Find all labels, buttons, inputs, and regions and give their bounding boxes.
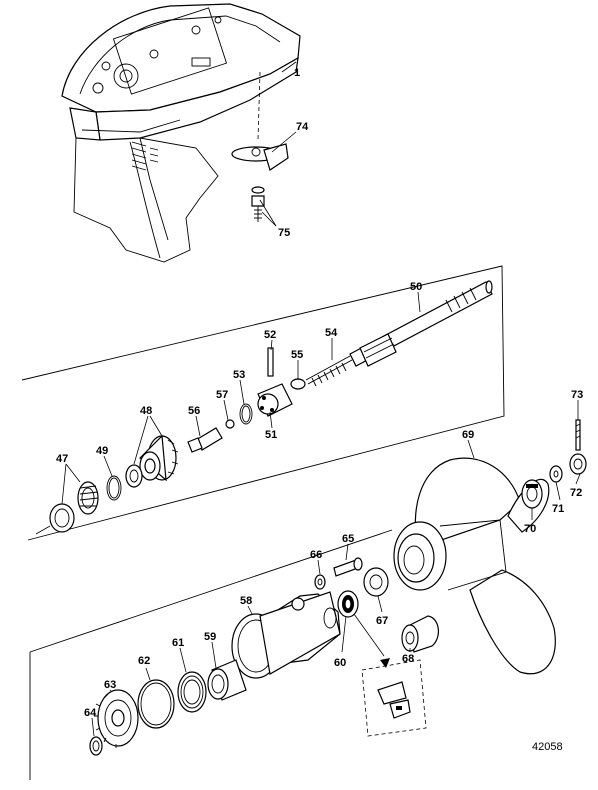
forward-gear-roller-bearing <box>125 464 143 488</box>
callout-56: 56 <box>188 405 200 417</box>
sliding-clutch <box>257 383 293 417</box>
callout-73: 73 <box>571 389 583 401</box>
detent-pin <box>290 378 306 390</box>
callout-65: 65 <box>342 533 354 545</box>
callout-70: 70 <box>524 523 536 535</box>
callout-60: 60 <box>334 657 346 669</box>
carrier-roller-bearing <box>207 659 247 701</box>
gear-housing <box>61 3 301 263</box>
propeller-spacer <box>401 615 439 653</box>
callout-51: 51 <box>265 429 277 441</box>
trim-tab-anode <box>231 143 289 171</box>
callout-69: 69 <box>462 429 474 441</box>
cam-follower-washer <box>225 419 235 429</box>
callout-62: 62 <box>138 655 150 667</box>
callout-63: 63 <box>104 679 116 691</box>
carrier-o-ring <box>137 679 175 729</box>
propeller-nut <box>569 453 587 475</box>
cotter-pin <box>575 419 581 451</box>
cam-follower <box>187 427 223 453</box>
shift-spring <box>305 355 353 387</box>
forward-gear-shim <box>106 475 122 501</box>
reverse-gear <box>94 689 139 748</box>
propeller-shaft <box>349 280 493 367</box>
carrier-bolt <box>333 557 363 577</box>
figure-number: 42058 <box>532 741 563 753</box>
callout-labels: 1 74 75 50 52 54 55 53 57 48 56 51 47 49… <box>56 67 583 753</box>
callout-74: 74 <box>296 121 309 133</box>
propeller-nut-retainer <box>521 479 543 509</box>
detail-inset <box>353 613 427 737</box>
callout-57: 57 <box>216 389 228 401</box>
callout-55: 55 <box>291 349 303 361</box>
callout-54: 54 <box>325 327 338 339</box>
callout-72: 72 <box>570 487 582 499</box>
callout-68: 68 <box>402 653 414 665</box>
carrier-bolt-washer <box>314 574 326 590</box>
leader-lines <box>35 61 581 737</box>
callout-50: 50 <box>410 281 422 293</box>
water-intake-grille <box>131 141 159 171</box>
callout-47: 47 <box>56 453 68 465</box>
ball-bearing <box>177 671 207 713</box>
callout-61: 61 <box>172 637 184 649</box>
callout-52: 52 <box>264 329 276 341</box>
callout-49: 49 <box>96 445 108 457</box>
callout-71: 71 <box>552 503 564 515</box>
propshaft-seal <box>337 590 359 618</box>
callout-53: 53 <box>233 369 245 381</box>
callout-66: 66 <box>310 549 322 561</box>
anode-screw-and-washer <box>251 186 265 222</box>
callout-48: 48 <box>140 405 152 417</box>
forward-gear <box>139 434 179 482</box>
clutch-retaining-ring <box>239 403 253 425</box>
callout-64: 64 <box>84 707 97 719</box>
bearing-race <box>49 503 75 533</box>
propeller-washer <box>549 465 563 483</box>
bearing-carrier <box>231 591 341 679</box>
callout-1: 1 <box>294 67 300 79</box>
callout-58: 58 <box>240 595 252 607</box>
thrust-hub <box>363 567 389 597</box>
tapered-roller-bearing <box>77 481 99 515</box>
callout-59: 59 <box>204 631 216 643</box>
reverse-gear-thrust-washer <box>89 736 103 756</box>
callout-75: 75 <box>278 227 290 239</box>
callout-67: 67 <box>376 615 388 627</box>
cross-pin <box>267 347 274 377</box>
